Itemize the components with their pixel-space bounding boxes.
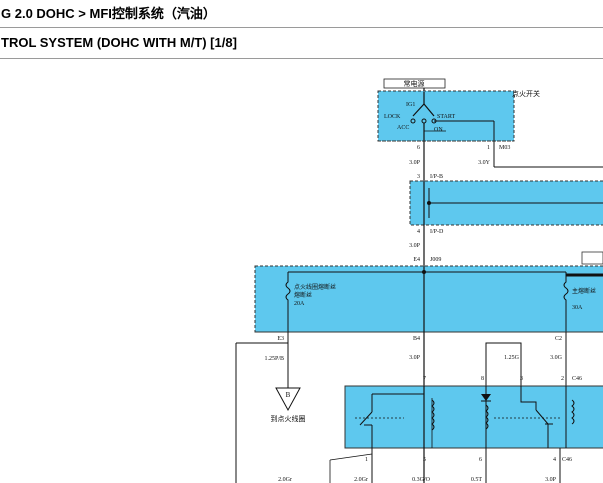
wiring-diagram: 常电源 点火开关 IG1 LOCK ACC START ON 6 1 M03 3… [235, 78, 603, 483]
right-fuse-icon [563, 272, 569, 332]
wire-20gr-a: 2.0Gr [278, 477, 292, 483]
relay-coil-right-icon [571, 399, 575, 425]
wire-30p-d: 3.0P [545, 477, 557, 483]
pin-ipd-4: 4 [417, 229, 420, 235]
relay-coil-left-icon [431, 399, 435, 431]
switch-pos-on: ON [434, 127, 443, 133]
right-fuse-rating: 30A [572, 305, 583, 311]
power-source-box [383, 78, 446, 89]
wire-30p-b: 3.0P [409, 243, 421, 249]
power-source-label: 常电源 [404, 79, 425, 88]
pin-j009-e4: E4 [413, 257, 420, 263]
wire-125pb: 1.25P/B [264, 356, 284, 362]
pin-c46-2: 2 [561, 376, 564, 382]
connector-ipb: I/P-B [430, 174, 443, 180]
wire-30p-c: 3.0P [409, 355, 421, 361]
breadcrumb: G 2.0 DOHC > MFI控制系统（汽油） [0, 0, 603, 28]
left-fuse-rating: 20A [294, 301, 305, 307]
wire-30y: 3.0Y [478, 160, 491, 166]
right-fuse-name: 主熔断丝 [572, 287, 596, 295]
ground-connector-icon [275, 387, 301, 412]
wire-03go: 0.3G/O [412, 477, 431, 483]
wire-30p-a: 3.0P [409, 160, 421, 166]
relay-coil-center-icon [485, 404, 489, 430]
engine-fuse-box [254, 265, 603, 333]
switch-pos-acc: ACC [397, 125, 409, 131]
connector-c46: C46 [572, 376, 582, 382]
pin-ipb-3: 3 [417, 174, 420, 180]
wire-05t: 0.5T [471, 477, 483, 483]
diode-icon [481, 394, 491, 401]
pin-b4: B4 [413, 336, 420, 342]
connector-m03: M03 [499, 145, 510, 151]
breadcrumb-text: G 2.0 DOHC > MFI控制系统（汽油） [1, 6, 216, 21]
ignition-switch-box [377, 90, 515, 142]
wire-20gr-b: 2.0Gr [354, 477, 368, 483]
pin-c2: C2 [555, 336, 562, 342]
pin-c46b-6: 6 [479, 457, 482, 463]
ground-label: 到点火线圈 [271, 414, 306, 423]
relay-box [344, 385, 603, 449]
connector-c46b: C46 [562, 457, 572, 463]
connector-j009: J009 [430, 257, 441, 263]
left-fuse-name: 点火线圈熔断丝 [294, 283, 336, 291]
left-fuse-icon [285, 272, 291, 332]
connector-ipd: I/P-D [430, 229, 444, 235]
switch-pos-start: START [437, 114, 455, 120]
page-title: TROL SYSTEM (DOHC WITH M/T) [1/8] [0, 28, 603, 59]
switch-pos-ig1: IG1 [406, 102, 415, 108]
pin-c46-3: 3 [520, 376, 523, 382]
pin-e3: E3 [277, 336, 284, 342]
ground-letter: B [286, 391, 291, 399]
ignition-switch-title: 点火开关 [512, 89, 540, 98]
pin-c46-7: 7 [423, 376, 426, 382]
wire-125g: 1.25G [504, 355, 520, 361]
wire-30g: 3.0G [550, 355, 563, 361]
switch-pos-lock: LOCK [384, 114, 401, 120]
pin-c46b-1: 1 [365, 457, 368, 463]
pin-c46b-4: 4 [553, 457, 556, 463]
page-title-text: TROL SYSTEM (DOHC WITH M/T) [1/8] [1, 35, 237, 50]
pin-m03-1: 1 [487, 145, 490, 151]
pin-m03-6: 6 [417, 145, 420, 151]
left-fuse-name-2: 熔断丝 [294, 291, 312, 299]
pin-c46-8: 8 [481, 376, 484, 382]
